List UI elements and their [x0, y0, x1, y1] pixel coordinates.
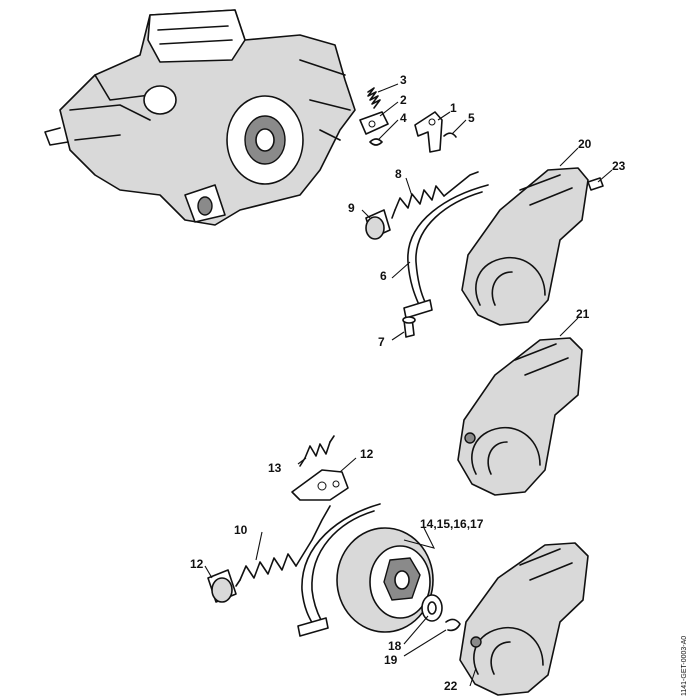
bracket-2: [359, 111, 389, 135]
callout-1: 1: [450, 101, 457, 115]
sprocket-cover-20: [461, 167, 589, 326]
bushing-9: [365, 209, 391, 240]
callout-9: 9: [348, 201, 355, 215]
brake-band-lower: [297, 503, 381, 637]
spring-13: [299, 435, 335, 467]
callout-18: 18: [388, 639, 402, 653]
washer-18: [421, 594, 443, 622]
callout-19: 19: [384, 653, 398, 667]
brake-spring-8: [391, 171, 479, 219]
callout-13: 13: [268, 461, 282, 475]
washer-4: [369, 138, 383, 146]
drawing-code: 1141-GET-0003-A0: [681, 636, 688, 696]
lever-1: [414, 111, 443, 153]
sprocket-cover-21: [457, 337, 583, 496]
brake-band-6: [403, 184, 489, 319]
callout-6: 6: [380, 269, 387, 283]
callout-12-upper: 12: [360, 447, 374, 461]
callout-20: 20: [578, 137, 592, 151]
clutch-drum-14: [336, 527, 434, 633]
sprocket-cover-22: [459, 542, 589, 696]
callout-7: 7: [378, 335, 385, 349]
leader-lines: [204, 83, 613, 687]
callout-4: 4: [400, 111, 407, 125]
callout-23: 23: [612, 159, 626, 173]
circlip-5: [443, 132, 457, 138]
callout-5: 5: [468, 111, 475, 125]
callout-22: 22: [444, 679, 458, 693]
callout-8: 8: [395, 167, 402, 181]
callout-21: 21: [576, 307, 590, 321]
callout-3: 3: [400, 73, 407, 87]
callouts: 3 2 4 1 5 8 9 6 7 20 23 21 13 12 10 12 1…: [190, 73, 626, 693]
callout-12-lower: 12: [190, 557, 204, 571]
callout-10: 10: [234, 523, 248, 537]
bushing-12-lower: [207, 569, 237, 603]
lever-12-upper: [291, 469, 349, 501]
engine-housing: [44, 9, 356, 226]
callout-14-17: 14,15,16,17: [420, 517, 484, 531]
screw-7: [402, 316, 416, 338]
callout-2: 2: [400, 93, 407, 107]
spring-3: [367, 87, 381, 109]
eclip-19: [445, 618, 461, 632]
brake-spring-10: [235, 505, 331, 587]
